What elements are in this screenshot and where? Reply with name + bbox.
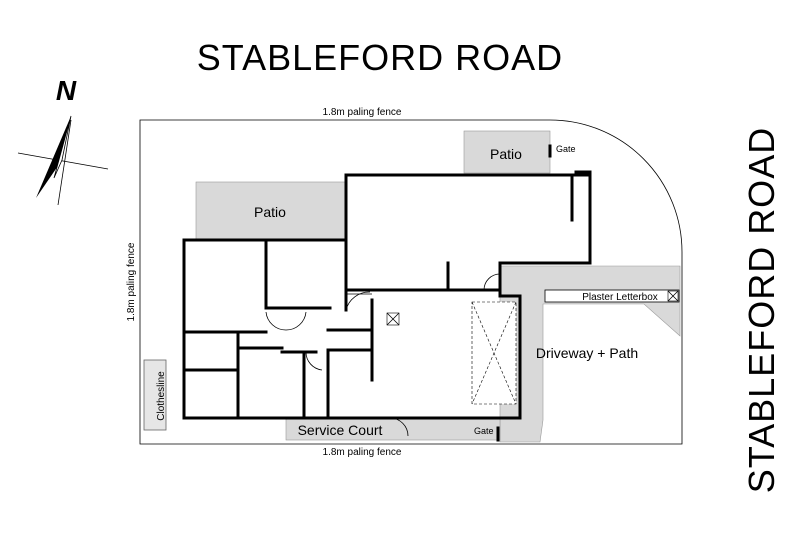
patio-main-area: [195, 181, 347, 241]
letterbox-label: Plaster Letterbox: [582, 292, 658, 303]
patio-small-label: Patio: [490, 146, 522, 162]
internal-walls: [182, 173, 574, 420]
fence-label-left: 1.8m paling fence: [126, 242, 137, 321]
gate-top-label: Gate: [556, 144, 576, 154]
patio-small-area: [463, 130, 551, 174]
fence-label-top: 1.8m paling fence: [323, 107, 402, 118]
service-court-label: Service Court: [298, 422, 383, 438]
patio-main-label: Patio: [254, 204, 286, 220]
north-arrow-icon: N: [17, 75, 109, 206]
door-swings: [265, 273, 501, 437]
road-label-right: STABLEFORD ROAD: [741, 127, 782, 493]
fence-label-bottom: 1.8m paling fence: [323, 447, 402, 458]
clothesline-label: Clothesline: [156, 371, 167, 421]
garage-door: [471, 301, 517, 405]
road-label-top: STABLEFORD ROAD: [197, 37, 563, 78]
north-label: N: [56, 75, 77, 106]
driveway-label: Driveway + Path: [536, 345, 638, 361]
gate-bottom-label: Gate: [474, 426, 494, 436]
letterbox-icon: [667, 290, 679, 302]
letterbox-structure: [544, 289, 680, 303]
clothesline-structure: [143, 359, 167, 431]
property-boundary: [139, 119, 683, 445]
light-fixture-icon: [386, 312, 400, 326]
